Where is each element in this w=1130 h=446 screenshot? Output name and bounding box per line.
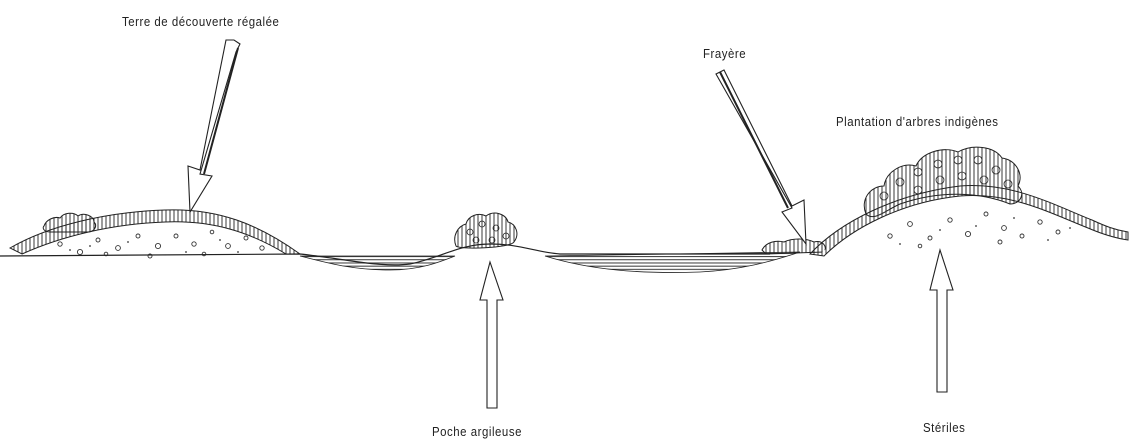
label-terre-de-decouverte: Terre de découverte régalée <box>122 14 279 29</box>
arrow-poche-argileuse <box>480 262 503 408</box>
left-spoil-mound <box>10 210 300 258</box>
left-shrub <box>43 213 95 232</box>
arrow-frayere <box>716 70 806 244</box>
right-pond <box>545 252 800 272</box>
arrow-steriles <box>930 250 953 392</box>
label-steriles: Stériles <box>923 420 965 435</box>
center-shrub <box>455 213 517 248</box>
left-pond <box>300 256 455 270</box>
label-frayere: Frayère <box>703 46 746 61</box>
label-poche-argileuse: Poche argileuse <box>432 424 522 439</box>
right-spoil-mound <box>810 186 1128 256</box>
label-plantation: Plantation d'arbres indigènes <box>836 114 999 129</box>
arrow-frayere-shadow <box>720 72 788 208</box>
